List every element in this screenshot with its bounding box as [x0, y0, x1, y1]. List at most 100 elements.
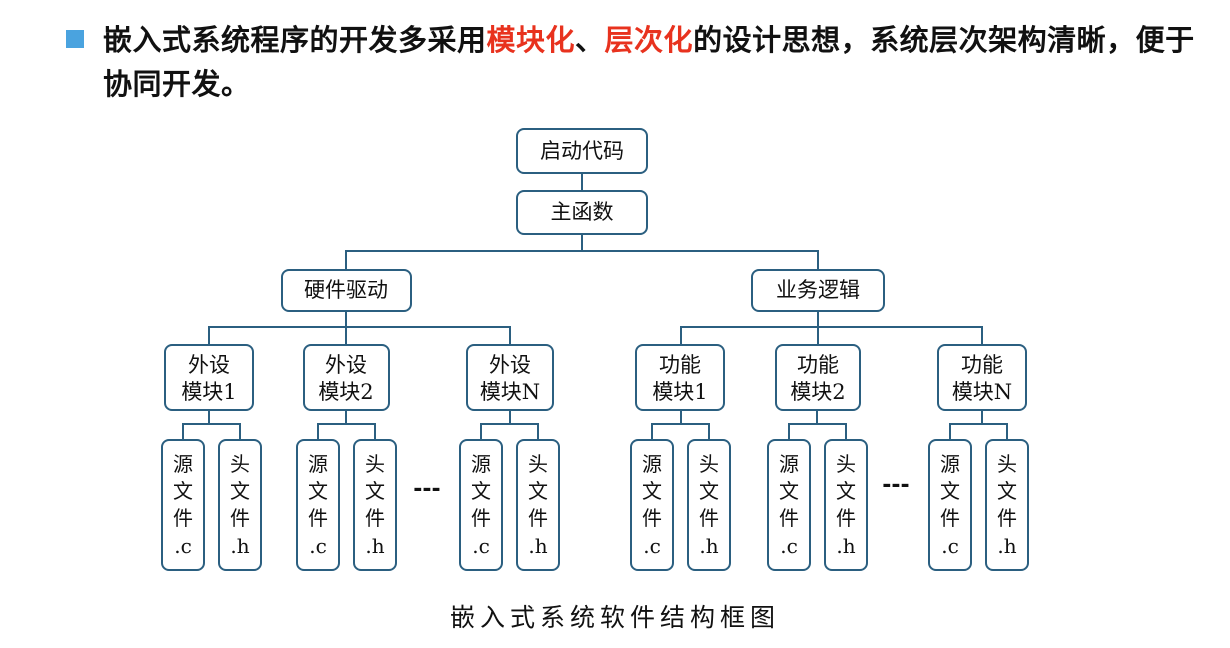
leaf-char: 件: [308, 506, 328, 530]
node-peripheral-module-2-line2: 模块2: [318, 380, 373, 404]
file-leaves: 源文件.c头文件.h源文件.c头文件.h源文件.c头文件.h源文件.c头文件.h…: [161, 439, 1029, 571]
connector-leaf-3: [480, 423, 539, 440]
bullet-text-part2: 的设计思想，系统层次架构清晰，便于协同开发。: [103, 23, 1195, 101]
leaf-box: [218, 439, 262, 571]
diagram-caption: 嵌入式系统软件结构框图: [449, 603, 780, 632]
node-business-logic: 业务逻辑: [751, 269, 885, 312]
leaf-char: .c: [309, 534, 327, 558]
source-file-leaf: 源文件.c: [928, 439, 972, 571]
bullet-separator: 、: [575, 23, 605, 57]
leaf-char: 文: [308, 479, 328, 503]
node-function-module-2: 功能 模块2: [775, 344, 861, 411]
node-function-module-n: 功能 模块N: [937, 344, 1027, 411]
leaf-box: [630, 439, 674, 571]
node-function-module-1-line2: 模块1: [652, 380, 707, 404]
ellipsis-right: ---: [882, 473, 909, 498]
node-function-module-2-line1: 功能: [797, 353, 839, 377]
connector-leaf-5: [788, 423, 847, 440]
connector-leaf-4: [651, 423, 710, 440]
leaf-char: 头: [528, 452, 548, 476]
node-function-module-n-line2: 模块N: [952, 380, 1012, 404]
leaf-char: .h: [365, 534, 384, 558]
node-function-module-1: 功能 模块1: [635, 344, 725, 411]
leaf-char: 文: [836, 479, 856, 503]
leaf-char: 件: [836, 506, 856, 530]
leaf-box: [687, 439, 731, 571]
leaf-char: 件: [230, 506, 250, 530]
node-business-logic-box: [751, 269, 885, 312]
leaf-box: [985, 439, 1029, 571]
leaf-char: .h: [699, 534, 718, 558]
leaf-char: .h: [997, 534, 1016, 558]
leaf-char: 件: [365, 506, 385, 530]
node-main-label: 主函数: [551, 200, 614, 224]
leaf-char: .c: [174, 534, 192, 558]
leaf-box: [516, 439, 560, 571]
leaf-char: 件: [528, 506, 548, 530]
leaf-char: 文: [940, 479, 960, 503]
leaf-char: 源: [779, 452, 799, 476]
leaf-char: 源: [642, 452, 662, 476]
highlight-layered: 层次化: [604, 23, 694, 57]
leaf-char: 文: [699, 479, 719, 503]
connector-left-modules: [208, 326, 511, 345]
leaf-char: .h: [836, 534, 855, 558]
node-peripheral-module-2-box: [303, 344, 390, 411]
leaf-box: [459, 439, 503, 571]
node-peripheral-module-2: 外设 模块2: [303, 344, 390, 411]
node-function-module-2-box: [775, 344, 861, 411]
leaf-box: [296, 439, 340, 571]
node-peripheral-module-n-box: [466, 344, 554, 411]
connector-main-right: [582, 250, 819, 270]
node-hardware-driver: 硬件驱动: [281, 269, 412, 312]
node-peripheral-module-n: 外设 模块N: [466, 344, 554, 411]
leaf-box: [928, 439, 972, 571]
leaf-box: [767, 439, 811, 571]
source-file-leaf: 源文件.c: [630, 439, 674, 571]
node-main-box: [516, 190, 648, 235]
leaf-box: [824, 439, 868, 571]
ellipsis-left: ---: [413, 477, 440, 502]
connector-lines: [182, 173, 1008, 440]
node-function-module-1-box: [635, 344, 725, 411]
leaf-char: 文: [997, 479, 1017, 503]
leaf-char: 头: [836, 452, 856, 476]
node-business-logic-label: 业务逻辑: [776, 278, 860, 302]
node-peripheral-module-n-line1: 外设: [489, 353, 531, 377]
connector-leaf-6: [949, 423, 1008, 440]
node-function-module-1-line1: 功能: [659, 353, 701, 377]
leaf-char: 源: [173, 452, 193, 476]
leaf-char: 头: [699, 452, 719, 476]
leaf-char: 头: [230, 452, 250, 476]
node-main: 主函数: [516, 190, 648, 235]
leaf-char: 文: [173, 479, 193, 503]
bullet-text: 嵌入式系统程序的开发多采用模块化、层次化的设计思想，系统层次架构清晰，便于协同开…: [103, 18, 1213, 106]
connector-leaf-1: [182, 423, 241, 440]
leaf-char: .c: [941, 534, 959, 558]
leaf-char: 文: [779, 479, 799, 503]
leaf-char: 文: [642, 479, 662, 503]
node-root-label: 启动代码: [540, 139, 624, 163]
source-file-leaf: 源文件.c: [459, 439, 503, 571]
leaf-char: .c: [472, 534, 490, 558]
node-hardware-driver-label: 硬件驱动: [304, 278, 388, 302]
leaf-char: 文: [365, 479, 385, 503]
header-file-leaf: 头文件 .h: [824, 439, 868, 571]
leaf-char: 文: [230, 479, 250, 503]
header-file-leaf: 头文件.h: [985, 439, 1029, 571]
node-peripheral-module-1: 外设 模块1: [164, 344, 254, 411]
leaf-char: .h: [528, 534, 547, 558]
connector-main-left: [345, 234, 583, 270]
leaf-char: 件: [173, 506, 193, 530]
node-function-module-n-line1: 功能: [961, 353, 1003, 377]
node-peripheral-module-1-line2: 模块1: [181, 380, 236, 404]
source-file-leaf: 源文件.c: [767, 439, 811, 571]
leaf-char: 头: [365, 452, 385, 476]
connector-leaf-2: [317, 423, 376, 440]
node-hardware-driver-box: [281, 269, 412, 312]
node-peripheral-module-2-line1: 外设: [325, 353, 367, 377]
leaf-char: 件: [699, 506, 719, 530]
leaf-box: [161, 439, 205, 571]
header-file-leaf: 头文件.h: [218, 439, 262, 571]
leaf-char: 文: [528, 479, 548, 503]
